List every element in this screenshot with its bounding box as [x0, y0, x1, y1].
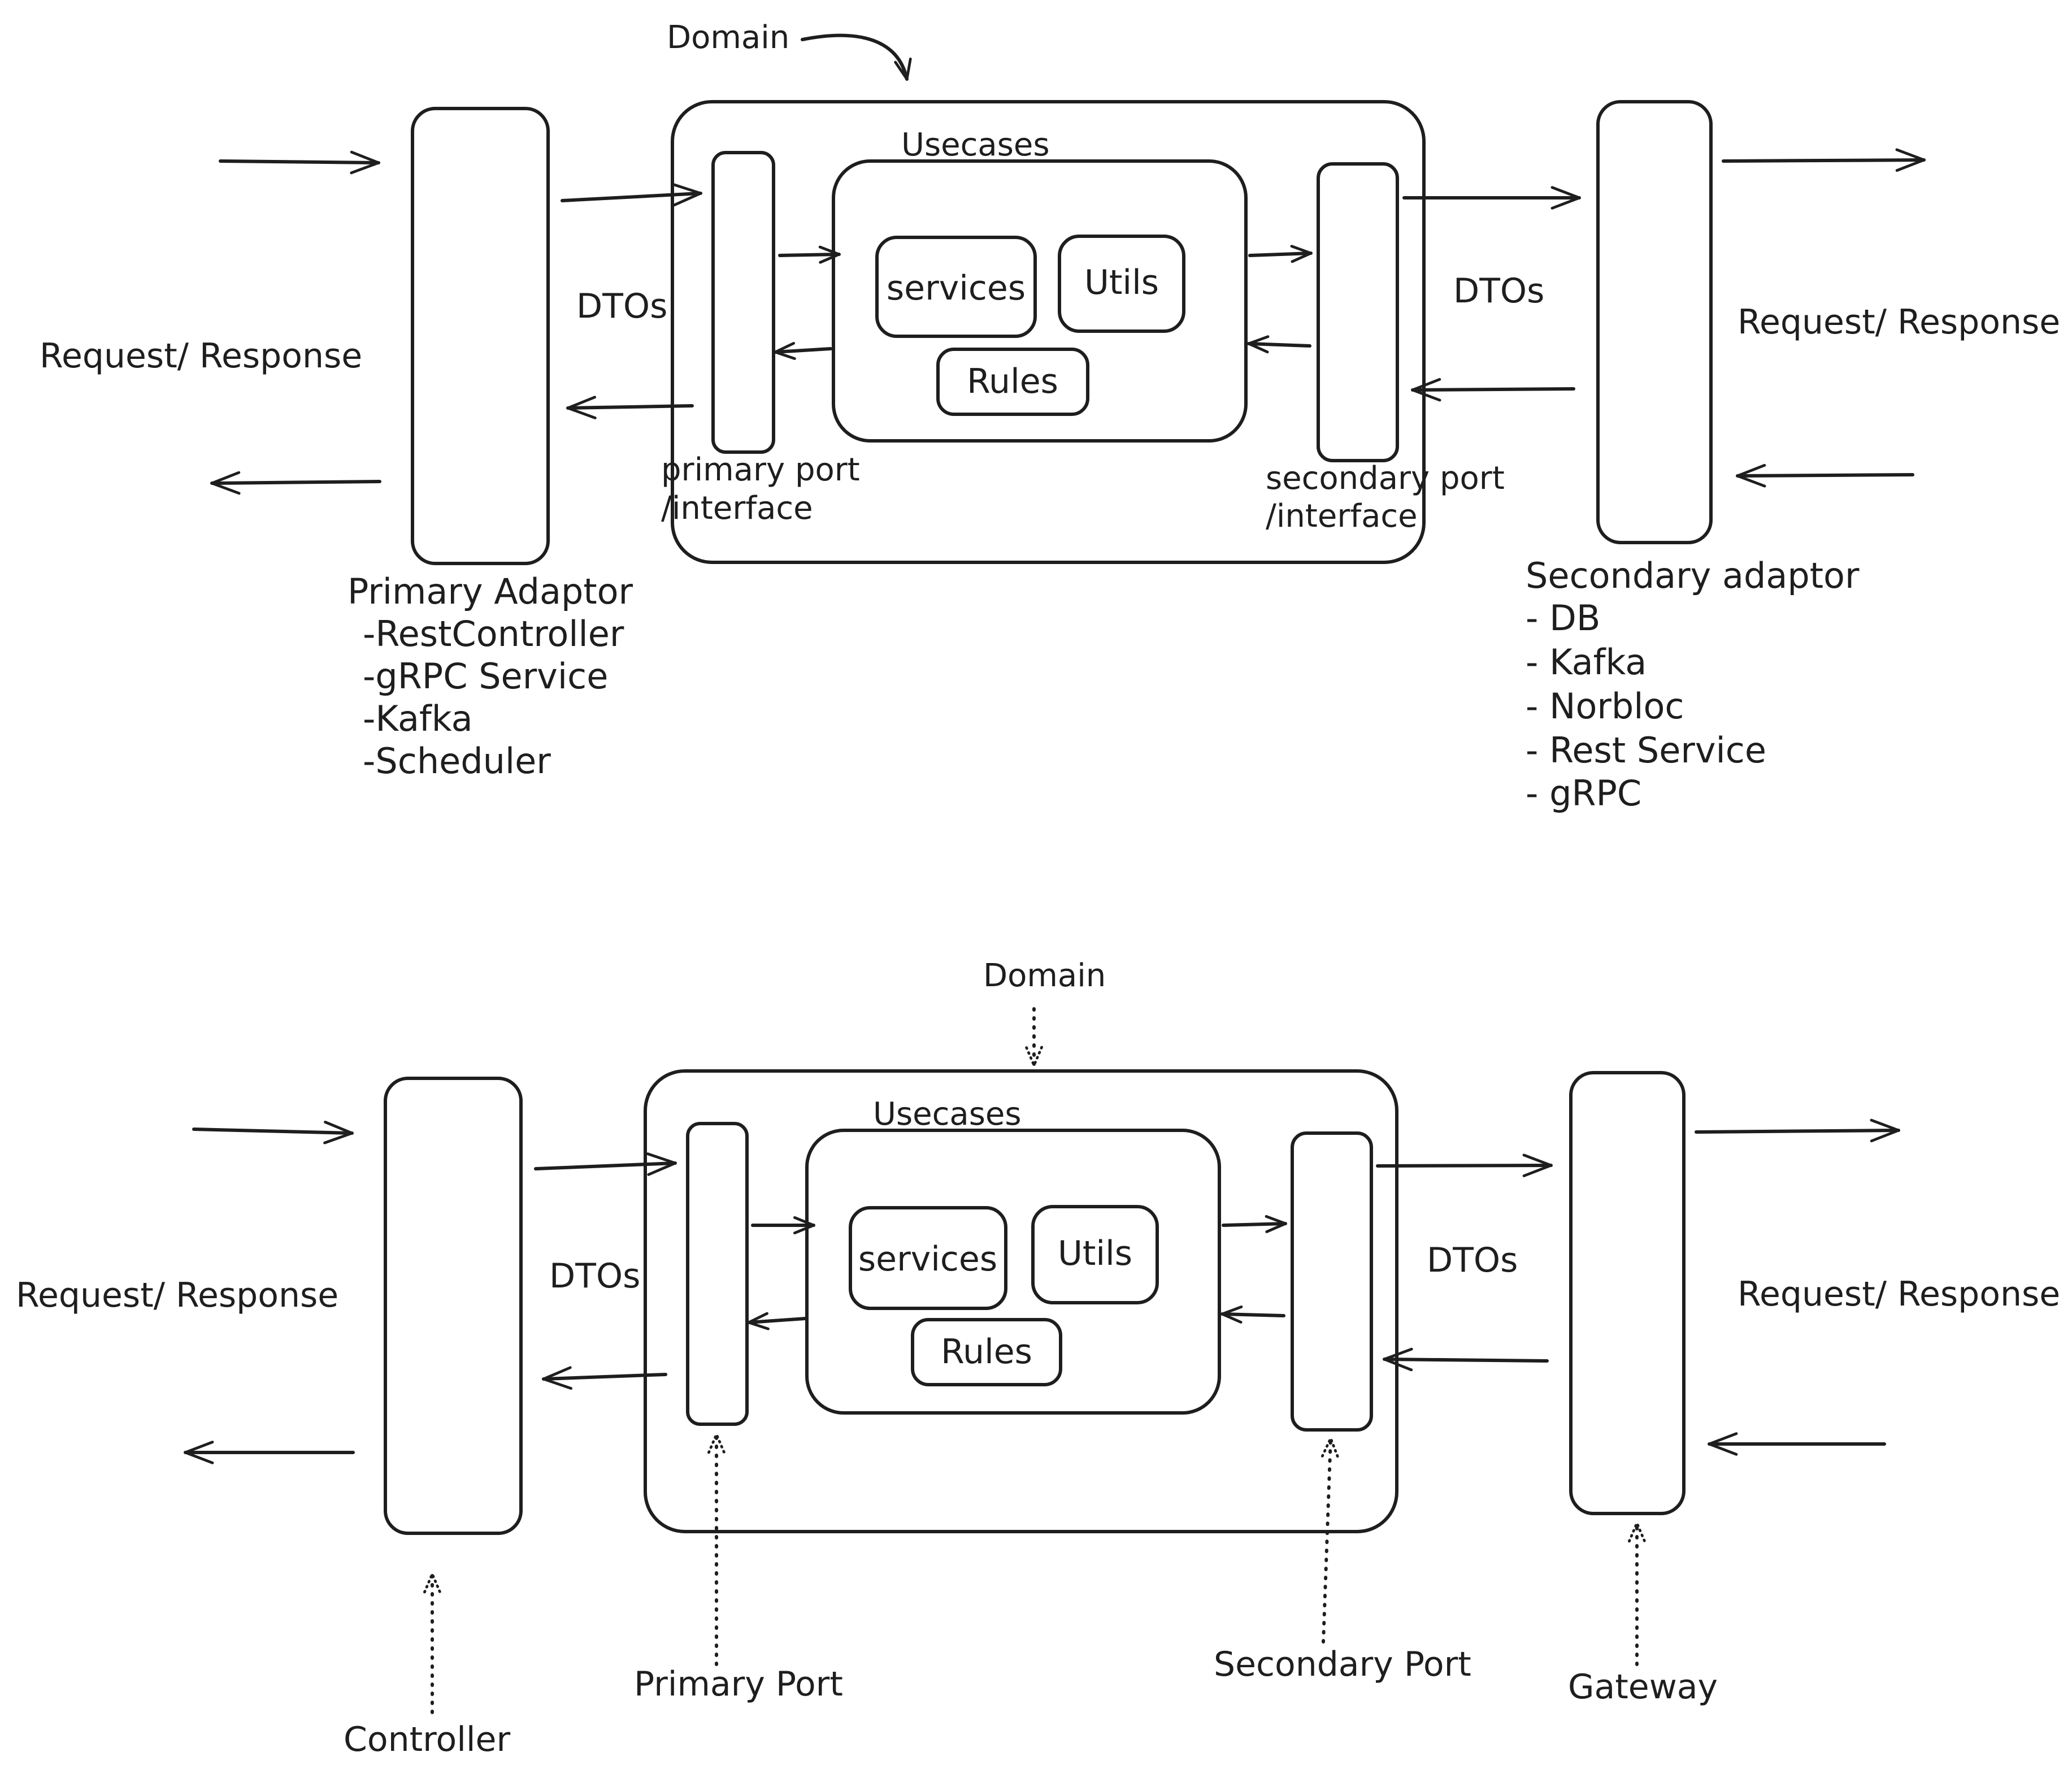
bottom-rules-box	[911, 1318, 1062, 1386]
bottom-usecases-label: Usecases	[873, 1096, 1022, 1133]
top-domain-box	[671, 100, 1426, 564]
top-primary-port-line2: /interface	[661, 490, 813, 527]
top-outgoing-request-arrow	[1722, 148, 1926, 172]
bottom-primary-port-box	[686, 1122, 749, 1426]
top-primary-adaptor-item: -RestController	[363, 613, 624, 654]
top-usecases-to-secondary-port-arrow	[1248, 245, 1313, 263]
top-secondary-adaptor-title: Secondary adaptor	[1526, 555, 1860, 596]
top-rules-box	[936, 348, 1089, 416]
top-primary-adaptor-item: -Kafka	[363, 698, 473, 739]
bottom-secondary-port-box	[1291, 1131, 1373, 1432]
top-services-box	[875, 236, 1037, 338]
top-secondary-port-line1: secondary port	[1266, 460, 1505, 497]
top-secondary-adaptor-item: - gRPC	[1526, 773, 1641, 814]
top-utils-box	[1058, 235, 1185, 333]
bottom-incoming-request-arrow	[192, 1121, 354, 1144]
top-utils-label: Utils	[1084, 263, 1159, 302]
bottom-dtos-left: DTOs	[549, 1256, 640, 1296]
top-rules-label: Rules	[967, 362, 1058, 401]
bottom-request-response-left: Request/ Response	[16, 1276, 338, 1315]
bottom-secondary-port-callout-arrow	[1323, 1438, 1331, 1643]
bottom-outgoing-request-arrow	[1695, 1118, 1900, 1143]
top-secondary-adaptor-item: - Rest Service	[1526, 730, 1766, 771]
top-adaptor-to-port-arrow	[561, 183, 702, 207]
top-dtos-left: DTOs	[576, 287, 667, 326]
bottom-secondary-port-to-usecases-arrow	[1220, 1305, 1285, 1324]
bottom-usecases-box	[805, 1129, 1221, 1415]
top-domain-label: Domain	[667, 19, 789, 56]
top-primary-adaptor-item: -gRPC Service	[363, 656, 608, 697]
bottom-services-label: services	[858, 1239, 997, 1279]
bottom-port-to-adaptor-arrow	[542, 1366, 667, 1390]
top-incoming-request-arrow	[219, 150, 380, 175]
top-services-label: services	[887, 268, 1026, 308]
top-diagram: Domain Usecases services Utils Rules pri…	[40, 19, 2060, 814]
top-dtos-right: DTOs	[1453, 271, 1544, 311]
top-port-to-usecases-arrow	[778, 245, 841, 264]
top-secondary-adaptor-to-port-arrow	[1411, 378, 1575, 402]
top-secondary-adaptor-item: - Kafka	[1526, 641, 1647, 683]
top-incoming-response-arrow	[1736, 463, 1914, 488]
top-outgoing-response-arrow	[210, 471, 381, 495]
top-secondary-adaptor-item: - Norbloc	[1526, 686, 1684, 727]
top-primary-port-line1: primary port	[661, 452, 860, 488]
bottom-request-response-right: Request/ Response	[1737, 1274, 2060, 1314]
top-usecases-to-port-arrow	[774, 341, 832, 360]
bottom-usecases-to-secondary-port-arrow	[1222, 1215, 1287, 1233]
bottom-usecases-to-port-arrow	[747, 1312, 807, 1330]
bottom-domain-box	[644, 1069, 1398, 1533]
bottom-rules-label: Rules	[941, 1332, 1032, 1372]
top-secondary-adaptor-box	[1596, 100, 1713, 544]
bottom-adaptor-to-port-arrow	[534, 1152, 677, 1176]
top-primary-port-box	[711, 151, 775, 454]
bottom-controller-box	[384, 1077, 523, 1535]
top-secondary-port-line2: /interface	[1266, 498, 1418, 535]
top-secondary-port-box	[1317, 162, 1399, 462]
bottom-domain-label: Domain	[983, 957, 1106, 994]
bottom-gateway-label: Gateway	[1568, 1667, 1718, 1707]
bottom-dtos-right: DTOs	[1427, 1241, 1518, 1280]
top-primary-adaptor-box	[411, 107, 550, 565]
top-port-to-adaptor-arrow	[566, 396, 694, 419]
bottom-port-to-gateway-arrow	[1376, 1153, 1553, 1177]
top-secondary-adaptor-item: - DB	[1526, 597, 1600, 639]
bottom-gateway-to-port-arrow	[1383, 1347, 1549, 1372]
top-request-response-right: Request/ Response	[1737, 302, 2060, 342]
bottom-gateway-box	[1569, 1071, 1686, 1515]
bottom-controller-label: Controller	[344, 1720, 510, 1759]
top-request-response-left: Request/ Response	[40, 336, 362, 376]
top-usecases-label: Usecases	[901, 127, 1050, 163]
bottom-diagram: Domain Usecases services Utils Rules DTO…	[16, 957, 2060, 1759]
bottom-secondary-port-label: Secondary Port	[1214, 1645, 1471, 1684]
top-usecases-box	[832, 159, 1248, 443]
bottom-services-box	[849, 1206, 1007, 1310]
bottom-utils-label: Utils	[1058, 1234, 1132, 1273]
bottom-primary-port-label: Primary Port	[634, 1664, 843, 1704]
top-secondary-port-to-usecases-arrow	[1247, 335, 1311, 354]
top-domain-arrow	[801, 33, 912, 81]
top-primary-adaptor-item: -Scheduler	[363, 740, 551, 782]
top-primary-adaptor-title: Primary Adaptor	[347, 571, 633, 612]
bottom-utils-box	[1031, 1205, 1159, 1304]
